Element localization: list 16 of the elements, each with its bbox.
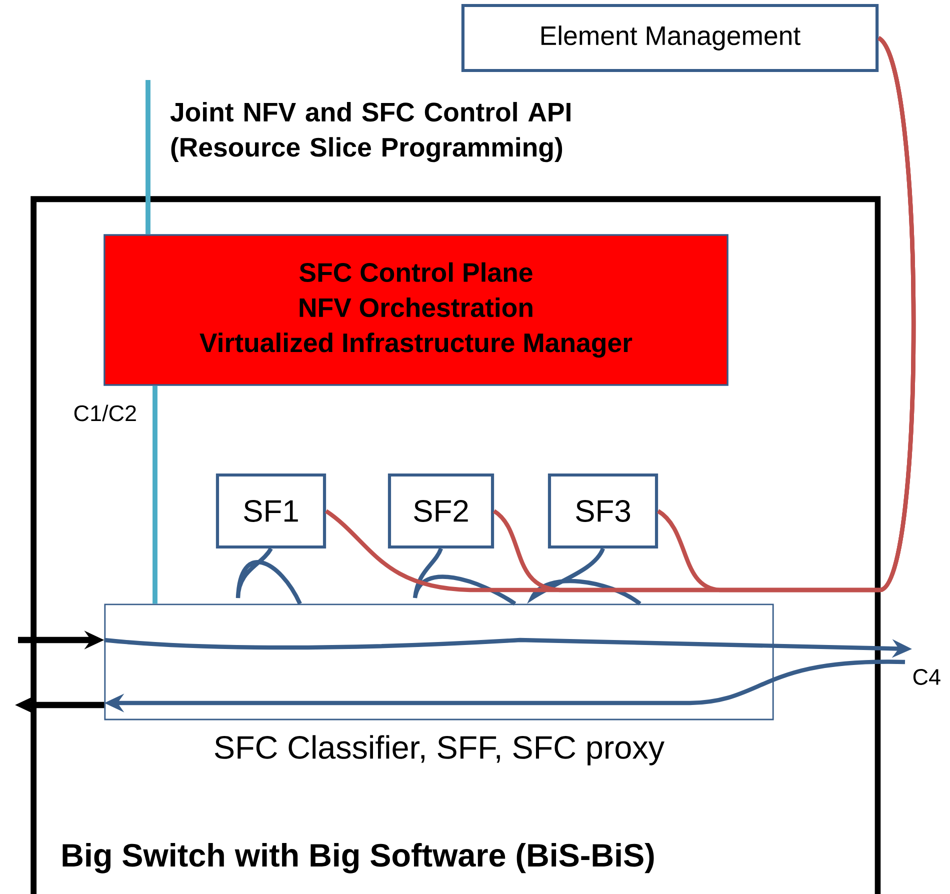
traffic-loop xyxy=(236,547,302,605)
edge-label: Joint NFV and SFC Control API (Resource Slice Programming) xyxy=(170,102,570,162)
em-box: Element Management xyxy=(461,4,879,72)
management-line xyxy=(656,36,916,592)
interface-line xyxy=(152,386,158,604)
api-line xyxy=(146,80,150,234)
port-label: C4 xyxy=(913,669,940,685)
control-plane-box: SFC Control Plane NFV Orchestration Virtualized Infrastructure Manager xyxy=(104,234,728,386)
edge-label: C1/C2 xyxy=(74,404,136,422)
traffic-loop xyxy=(530,548,642,606)
sf-box: SF2 xyxy=(388,473,494,549)
forwarder-box: SFC Classifier, SFF, SFC proxy xyxy=(104,604,774,766)
node-label: SFC Classifier, SFF, SFC proxy xyxy=(214,735,664,766)
sf-box: SF3 xyxy=(548,473,658,549)
traffic-loop xyxy=(412,548,516,606)
sf-box: SF1 xyxy=(216,473,326,549)
